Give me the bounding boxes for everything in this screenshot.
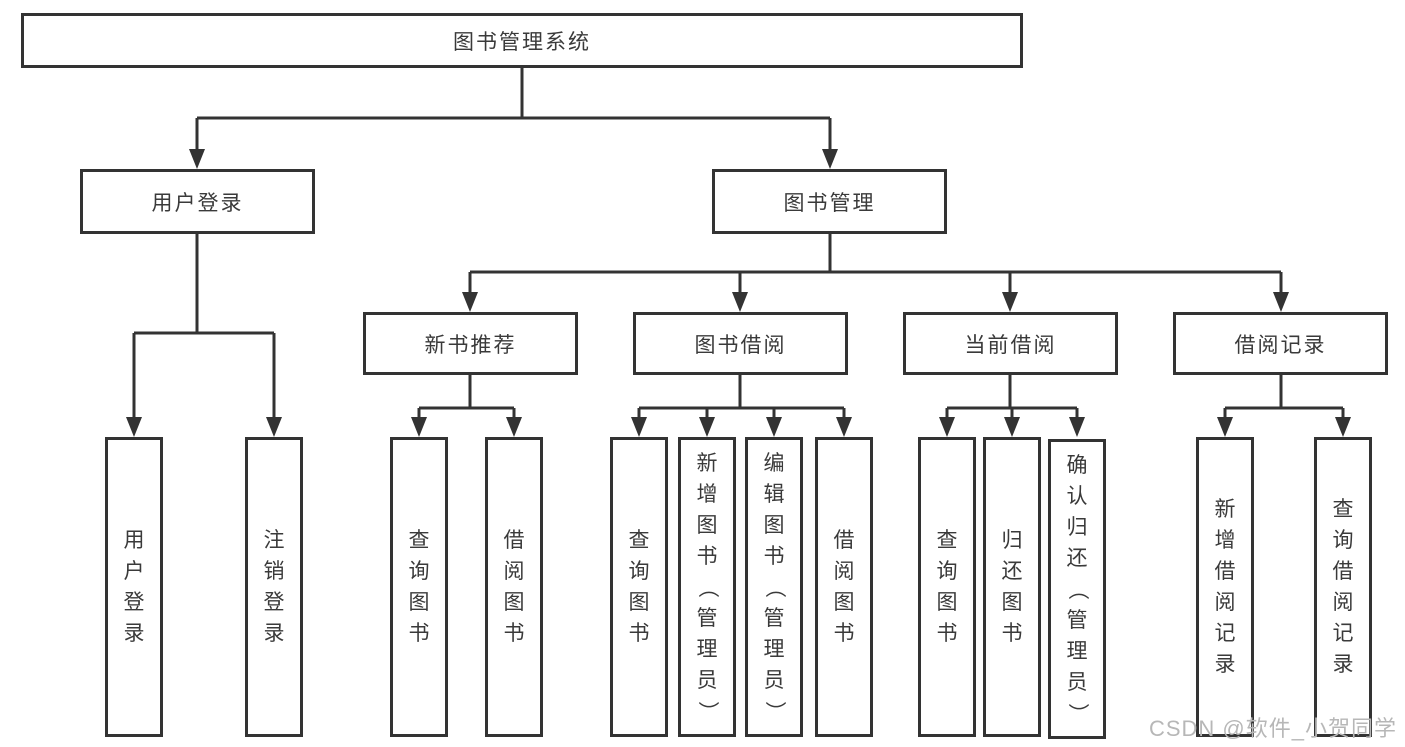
node-borrow-records-label: 借阅记录 xyxy=(1234,333,1327,357)
arrowhead xyxy=(126,417,142,437)
node-new-book-rec: 新书推荐 xyxy=(363,312,578,375)
arrowhead xyxy=(699,417,715,437)
node-current-borrow: 当前借阅 xyxy=(903,312,1118,375)
node-book-mgmt: 图书管理 xyxy=(712,169,947,234)
arrowhead xyxy=(1273,292,1289,312)
arrowhead xyxy=(411,417,427,437)
leaf-return-book-label: 归还图书 xyxy=(1001,529,1023,645)
leaf-borrow-book-2-label: 借阅图书 xyxy=(833,529,855,645)
leaf-user-login: 用户登录 xyxy=(105,437,163,737)
node-user-login-label: 用户登录 xyxy=(151,191,244,215)
leaf-query-book-1-label: 查询图书 xyxy=(408,529,430,645)
leaf-user-login-label: 用户登录 xyxy=(123,529,145,645)
arrowhead xyxy=(1069,417,1085,437)
leaf-confirm-return-label: 确认归还（管理员） xyxy=(1065,453,1089,724)
leaf-add-book-label: 新增图书（管理员） xyxy=(695,451,719,722)
leaf-query-book-1: 查询图书 xyxy=(390,437,448,737)
node-new-book-rec-label: 新书推荐 xyxy=(424,333,517,357)
arrowhead xyxy=(1004,417,1020,437)
arrowhead xyxy=(939,417,955,437)
leaf-add-record: 新增借阅记录 xyxy=(1196,437,1254,737)
arrowhead xyxy=(1335,417,1351,437)
node-root: 图书管理系统 xyxy=(21,13,1023,68)
node-root-label: 图书管理系统 xyxy=(453,30,591,54)
node-current-borrow-label: 当前借阅 xyxy=(964,333,1057,357)
arrowhead xyxy=(732,292,748,312)
leaf-logout: 注销登录 xyxy=(245,437,303,737)
node-user-login: 用户登录 xyxy=(80,169,315,234)
leaf-add-book: 新增图书（管理员） xyxy=(678,437,736,737)
connector-new-book-rec-children xyxy=(411,375,522,437)
leaf-query-book-2-label: 查询图书 xyxy=(628,529,650,645)
connector-borrow-records-children xyxy=(1217,375,1351,437)
leaf-query-record: 查询借阅记录 xyxy=(1314,437,1372,737)
arrowhead xyxy=(189,149,205,169)
connector-current-borrow-children xyxy=(939,375,1085,437)
leaf-query-book-3: 查询图书 xyxy=(918,437,976,737)
leaf-add-record-label: 新增借阅记录 xyxy=(1214,498,1236,676)
arrowhead xyxy=(506,417,522,437)
connector-user-login-children xyxy=(126,234,282,437)
csdn-watermark: CSDN @软件_小贺同学 xyxy=(1148,716,1397,741)
leaf-logout-label: 注销登录 xyxy=(263,529,285,645)
leaf-query-record-label: 查询借阅记录 xyxy=(1332,498,1354,676)
connector-root-to-level2 xyxy=(189,68,838,169)
leaf-confirm-return: 确认归还（管理员） xyxy=(1048,439,1106,739)
node-book-borrow: 图书借阅 xyxy=(633,312,848,375)
leaf-edit-book-label: 编辑图书（管理员） xyxy=(762,451,786,722)
leaf-query-book-3-label: 查询图书 xyxy=(936,529,958,645)
node-book-borrow-label: 图书借阅 xyxy=(694,333,787,357)
connector-book-mgmt-children xyxy=(462,234,1289,312)
arrowhead xyxy=(1002,292,1018,312)
leaf-borrow-book-1: 借阅图书 xyxy=(485,437,543,737)
leaf-query-book-2: 查询图书 xyxy=(610,437,668,737)
arrowhead xyxy=(766,417,782,437)
node-borrow-records: 借阅记录 xyxy=(1173,312,1388,375)
leaf-borrow-book-2: 借阅图书 xyxy=(815,437,873,737)
node-book-mgmt-label: 图书管理 xyxy=(783,191,876,215)
arrowhead xyxy=(266,417,282,437)
leaf-borrow-book-1-label: 借阅图书 xyxy=(503,529,525,645)
arrowhead xyxy=(836,417,852,437)
connector-book-borrow-children xyxy=(631,375,852,437)
arrowhead xyxy=(1217,417,1233,437)
arrowhead xyxy=(822,149,838,169)
leaf-edit-book: 编辑图书（管理员） xyxy=(745,437,803,737)
leaf-return-book: 归还图书 xyxy=(983,437,1041,737)
arrowhead xyxy=(462,292,478,312)
arrowhead xyxy=(631,417,647,437)
